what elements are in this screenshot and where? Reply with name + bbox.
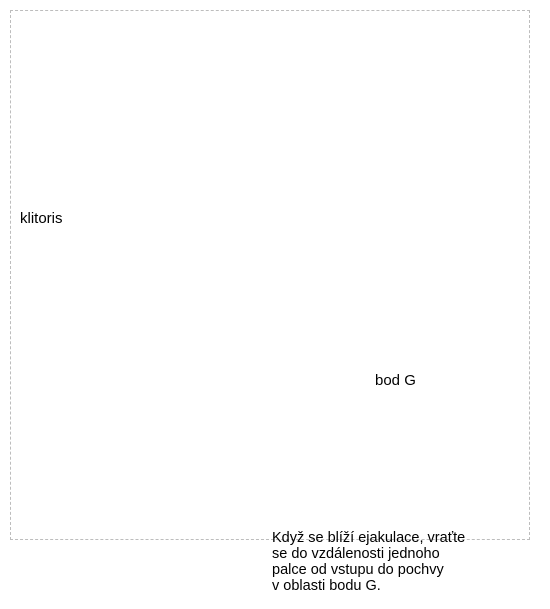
figure-caption: Když se blíží ejakulace, vraťte se do vz… (272, 530, 542, 594)
figure-label-lower: bod G (375, 372, 416, 389)
caption-line: Když se blíží ejakulace, vraťte (272, 530, 542, 546)
caption-line: palce od vstupu do pochvy (272, 562, 542, 578)
figure-label-upper: klitoris (20, 210, 63, 227)
caption-line: v oblasti bodu G. (272, 578, 542, 594)
figure-placeholder (10, 10, 530, 540)
caption-line: se do vzdálenosti jednoho (272, 546, 542, 562)
